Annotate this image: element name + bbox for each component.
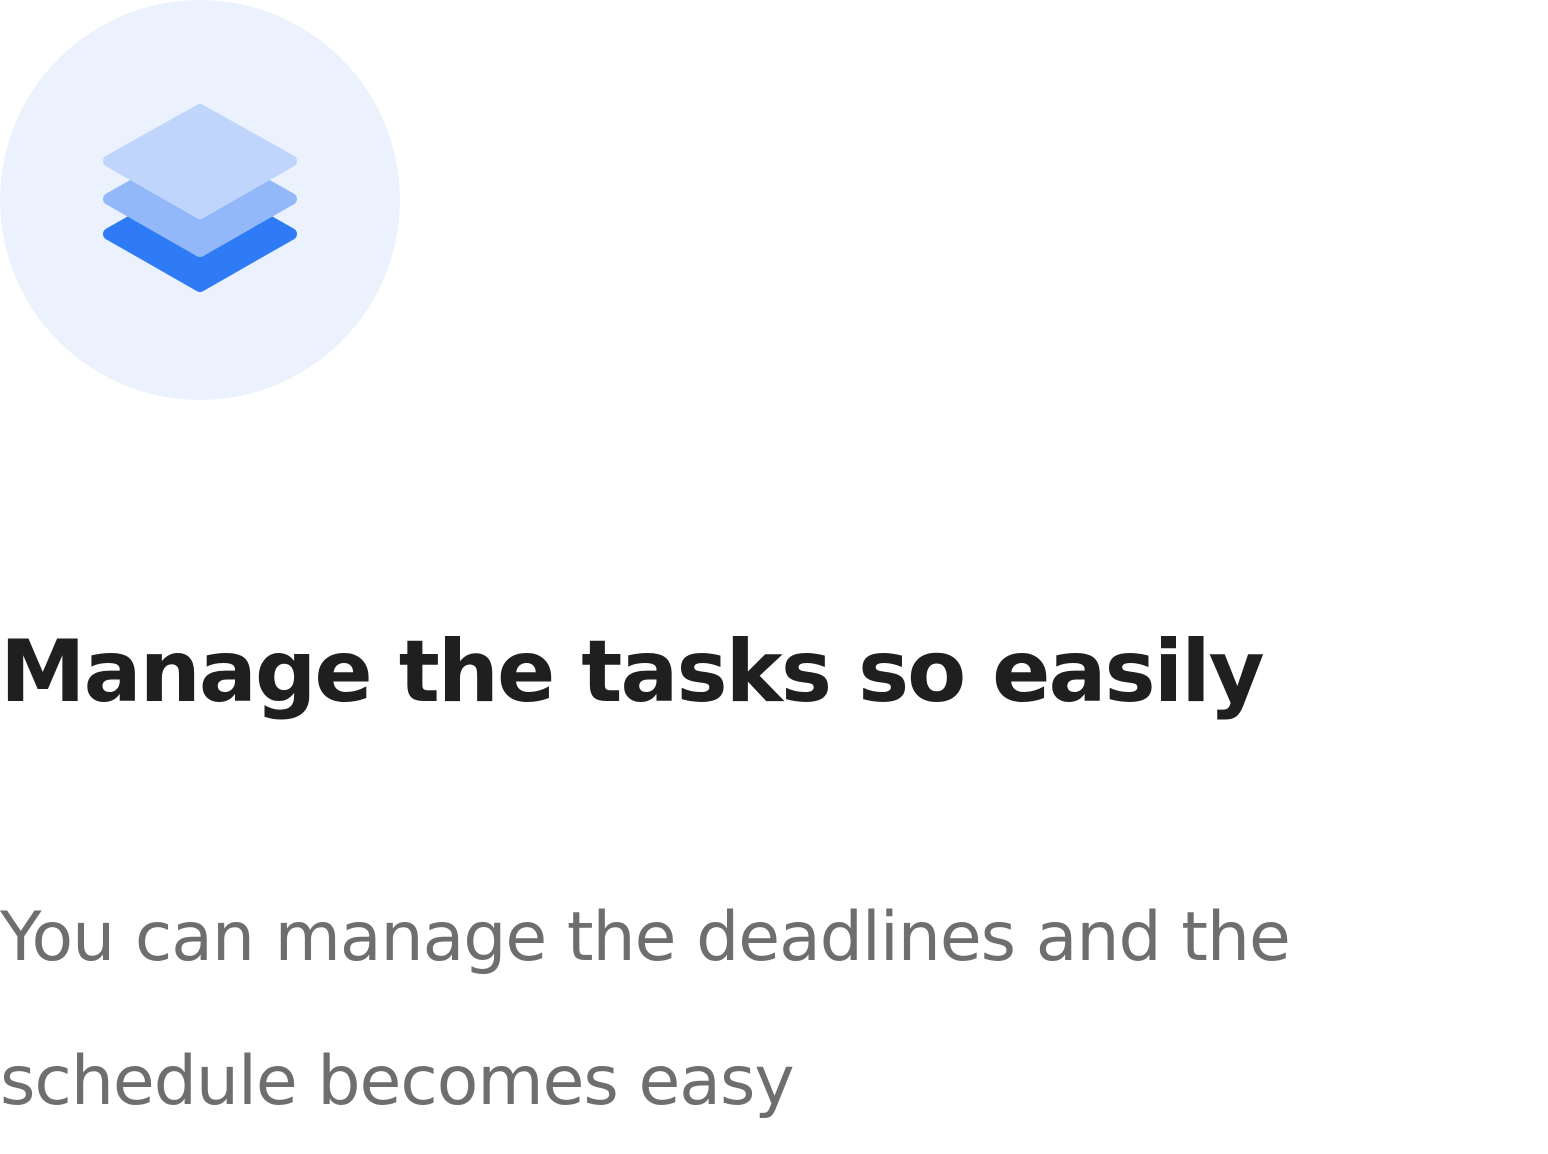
icon-badge <box>0 0 400 400</box>
feature-description: You can manage the deadlines and the sch… <box>0 898 1291 1121</box>
feature-title: Manage the tasks so easily <box>0 622 1265 722</box>
layers-icon <box>103 104 297 292</box>
layers-icon-top-layer <box>103 104 297 219</box>
